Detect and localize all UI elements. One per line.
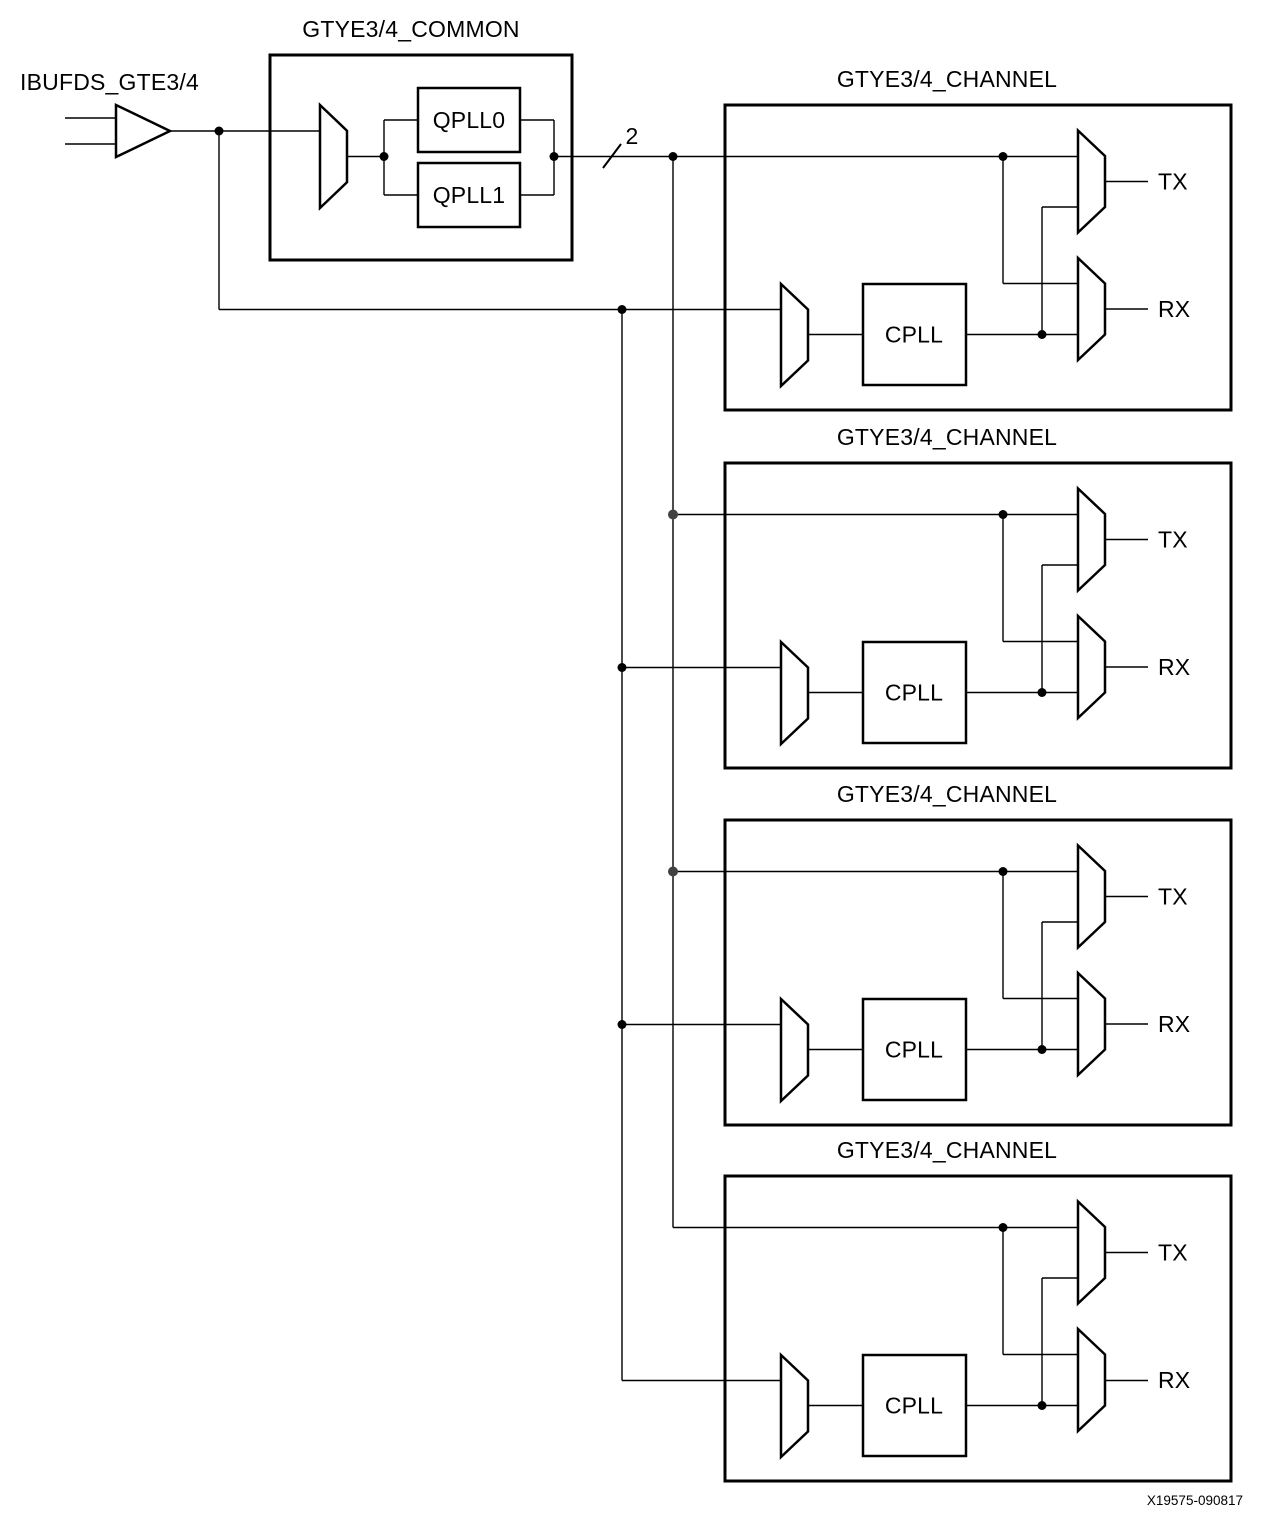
- channel-4-rx-label: RX: [1158, 1367, 1190, 1393]
- channel-3-rx-clock-mux-icon: [1076, 970, 1107, 1078]
- junction-dot: [617, 663, 627, 672]
- junction-dot: [998, 867, 1008, 876]
- bus-junction-dots: [214, 126, 678, 1029]
- channel-4-cpll-box: [861, 1353, 968, 1458]
- channel-2-rx-label: RX: [1158, 654, 1190, 680]
- qpll1-box: [416, 161, 522, 229]
- channel-2: GTYE3/4_CHANNEL CPLL TX RX: [723, 424, 1233, 770]
- qpll1-label: QPLL1: [433, 182, 506, 208]
- junction-dot: [998, 1223, 1008, 1232]
- channel-4-tx-label: TX: [1158, 1240, 1188, 1266]
- channel-2-box: [723, 461, 1233, 770]
- bus-slash-icon: [602, 143, 622, 169]
- channel-4: GTYE3/4_CHANNEL CPLL TX RX: [723, 1137, 1233, 1483]
- channel-2-title: GTYE3/4_CHANNEL: [837, 424, 1057, 450]
- channel-2-cpll-box: [861, 640, 968, 745]
- channel-2-tx-clock-mux-icon: [1076, 485, 1107, 594]
- junction-dot: [549, 152, 559, 161]
- channel-3-wires: [808, 871, 1148, 1051]
- channel-4-rx-clock-mux-icon: [1076, 1326, 1107, 1434]
- junction-dot-gray: [668, 509, 678, 520]
- bus-width-marker: 2: [602, 123, 639, 169]
- qpll0-label: QPLL0: [433, 107, 506, 133]
- bus-width-label: 2: [626, 123, 639, 149]
- channel-1: GTYE3/4_CHANNEL CPLL TX RX: [723, 66, 1233, 412]
- channel-4-box: [723, 1174, 1233, 1483]
- common-refclk-mux-icon: [318, 102, 349, 211]
- channel-2-wires: [808, 514, 1148, 694]
- channel-1-wires: [808, 156, 1148, 336]
- figure-code: X19575-090817: [1147, 1493, 1243, 1508]
- junction-dot: [214, 126, 224, 136]
- junction-dot: [1037, 688, 1047, 697]
- channel-1-rx-clock-mux-icon: [1076, 255, 1107, 363]
- channel-4-cpll-label: CPLL: [885, 1393, 943, 1419]
- channel-3-tx-clock-mux-icon: [1076, 842, 1107, 951]
- channel-2-cpll-label: CPLL: [885, 680, 943, 706]
- channel-2-tx-label: TX: [1158, 527, 1188, 553]
- input-buffer: IBUFDS_GTE3/4: [20, 69, 199, 159]
- junction-dot: [1037, 330, 1047, 339]
- common-block: GTYE3/4_COMMON QPLL0 QPLL1: [268, 16, 574, 262]
- junction-dot: [617, 305, 627, 314]
- junction-dot: [379, 152, 389, 161]
- channel-4-refclk-mux-icon: [779, 1352, 810, 1460]
- channel-4-wires: [808, 1227, 1148, 1407]
- junction-dot-gray: [668, 866, 678, 877]
- junction-dot: [617, 1020, 627, 1029]
- channel-3-refclk-mux-icon: [779, 996, 810, 1104]
- channel-3-rx-label: RX: [1158, 1011, 1190, 1037]
- channel-2-refclk-mux-icon: [779, 639, 810, 747]
- channel-4-tx-clock-mux-icon: [1076, 1198, 1107, 1307]
- channel-1-tx-label: TX: [1158, 169, 1188, 195]
- channel-1-tx-clock-mux-icon: [1076, 127, 1107, 236]
- junction-dot: [998, 152, 1008, 161]
- junction-dot: [998, 510, 1008, 519]
- junction-dot: [1037, 1045, 1047, 1054]
- common-block-title: GTYE3/4_COMMON: [302, 16, 520, 42]
- qpll0-box: [416, 86, 522, 154]
- channel-1-title: GTYE3/4_CHANNEL: [837, 66, 1057, 92]
- channel-2-rx-clock-mux-icon: [1076, 613, 1107, 721]
- channel-3-tx-label: TX: [1158, 884, 1188, 910]
- channel-4-title: GTYE3/4_CHANNEL: [837, 1137, 1057, 1163]
- channel-3-cpll-label: CPLL: [885, 1037, 943, 1063]
- channel-1-cpll-label: CPLL: [885, 322, 943, 348]
- channel-3-title: GTYE3/4_CHANNEL: [837, 781, 1057, 807]
- channel-1-cpll-box: [861, 282, 968, 387]
- channel-1-refclk-mux-icon: [779, 281, 810, 389]
- channel-3-cpll-box: [861, 997, 968, 1102]
- common-block-box: [268, 53, 574, 262]
- junction-dot: [1037, 1401, 1047, 1410]
- channel-3-box: [723, 818, 1233, 1127]
- junction-dot: [668, 152, 678, 161]
- diff-buffer-triangle-icon: [114, 103, 173, 159]
- input-buffer-label: IBUFDS_GTE3/4: [20, 69, 199, 95]
- channel-1-rx-label: RX: [1158, 296, 1190, 322]
- channel-1-box: [723, 103, 1233, 412]
- channel-3: GTYE3/4_CHANNEL CPLL TX RX: [723, 781, 1233, 1127]
